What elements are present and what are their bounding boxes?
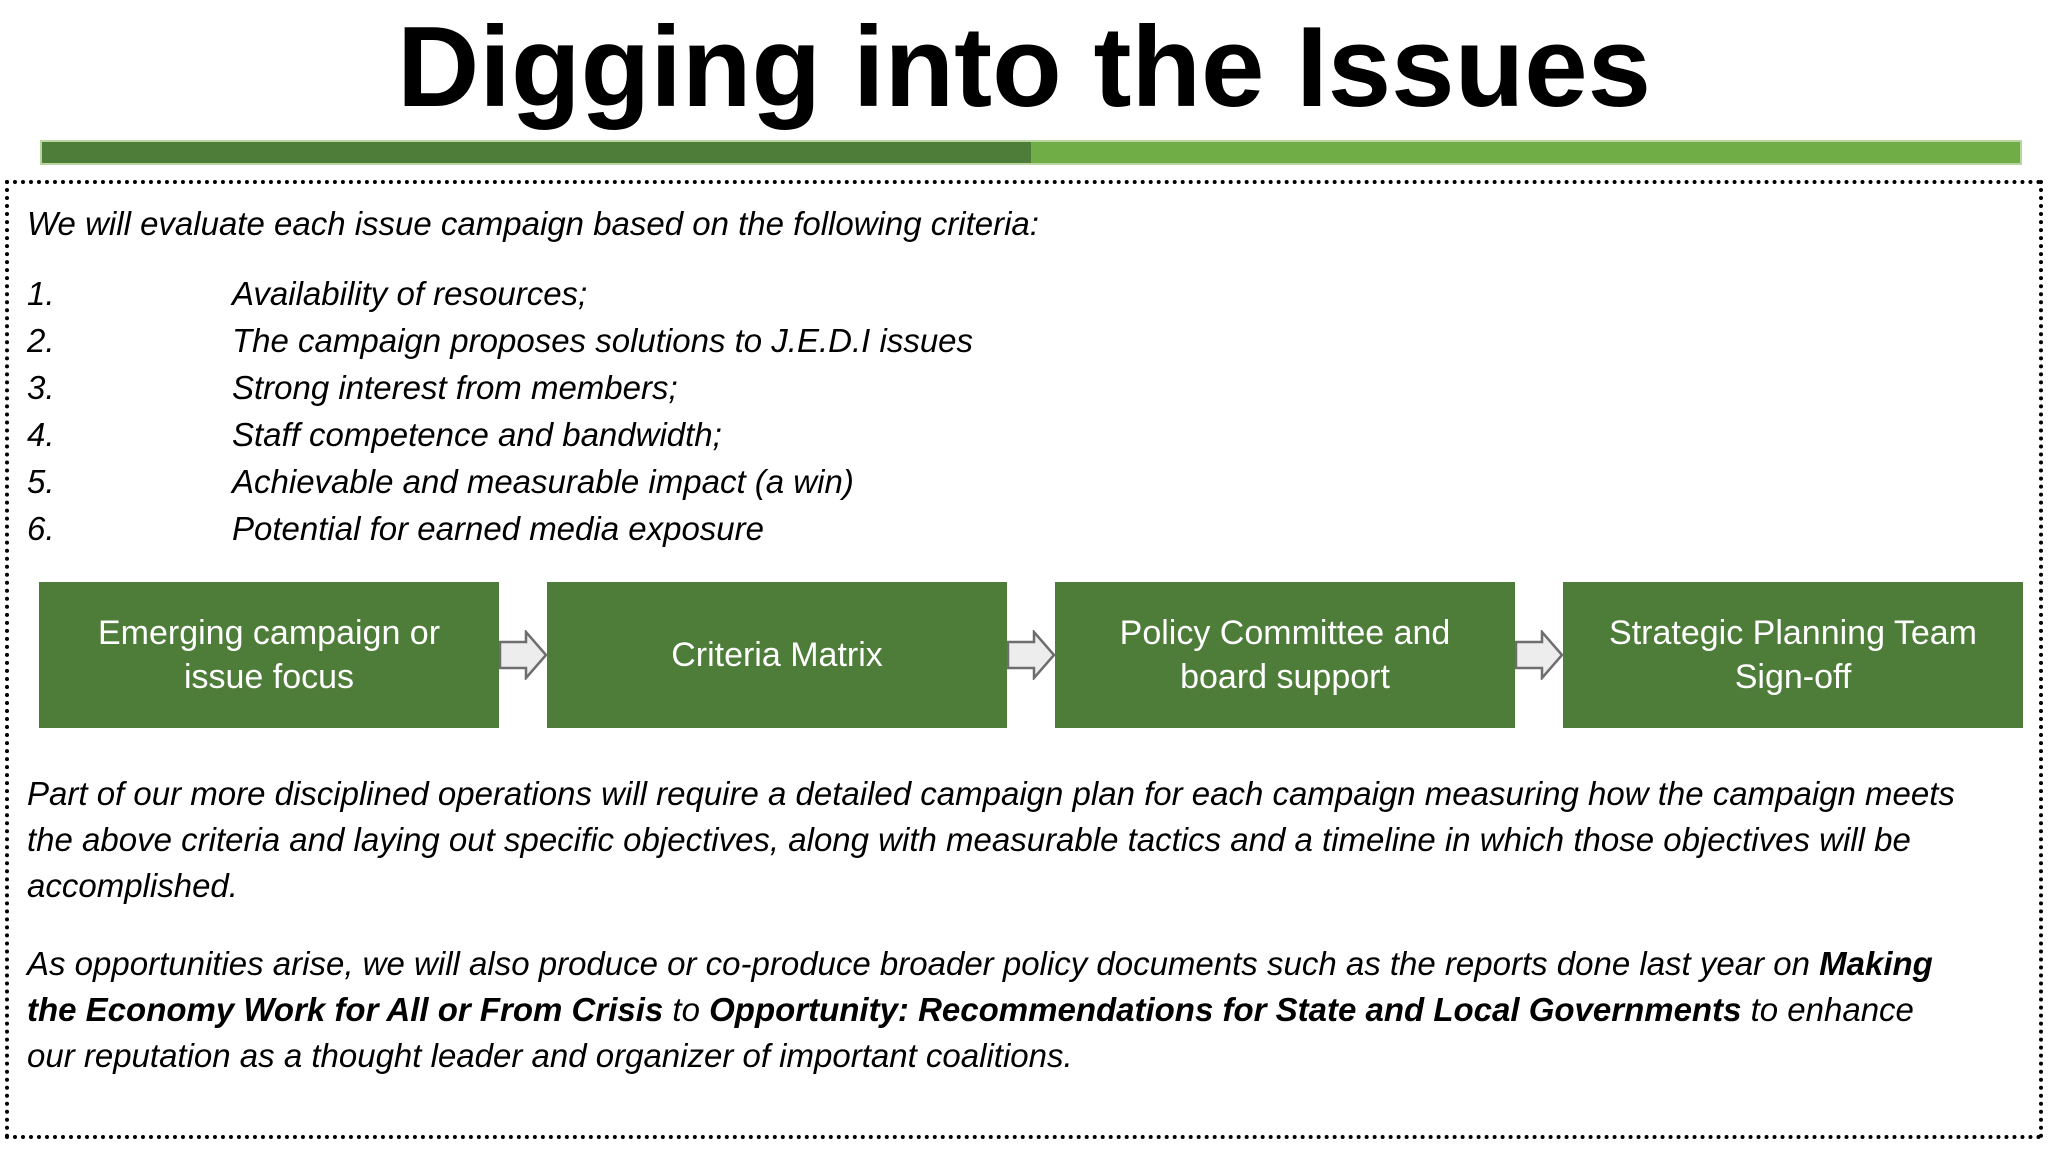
text-segment: to xyxy=(663,991,710,1028)
flow-diagram: Emerging campaign or issue focus Criteria… xyxy=(39,582,2039,728)
criteria-number: 4. xyxy=(27,416,55,453)
criteria-item: 2. The campaign proposes solutions to J.E… xyxy=(27,317,2039,364)
text-line: Part of our more disciplined operations … xyxy=(27,771,2039,817)
flow-arrow-icon xyxy=(1515,630,1563,680)
flow-step-box: Policy Committee and board support xyxy=(1055,582,1515,728)
flow-step-label: Criteria Matrix xyxy=(671,636,883,674)
criteria-text: The campaign proposes solutions to J.E.D… xyxy=(232,322,974,359)
criteria-item: 1. Availability of resources; xyxy=(27,270,2039,317)
page-title: Digging into the Issues xyxy=(396,4,1652,131)
text-line: As opportunities arise, we will also pro… xyxy=(27,941,2039,987)
text-segment: to enhance xyxy=(1741,991,1914,1028)
divider-light-segment xyxy=(1031,142,2020,163)
criteria-number: 3. xyxy=(27,369,55,406)
criteria-text: Availability of resources; xyxy=(232,275,588,312)
criteria-text: Strong interest from members; xyxy=(232,369,678,406)
criteria-number: 6. xyxy=(27,510,55,547)
flow-step-box: Strategic Planning Team Sign-off xyxy=(1563,582,2023,728)
text-line: our reputation as a thought leader and o… xyxy=(27,1033,2039,1079)
flow-step-box: Criteria Matrix xyxy=(547,582,1007,728)
criteria-text: Potential for earned media exposure xyxy=(232,510,764,547)
criteria-item: 6. Potential for earned media exposure xyxy=(27,505,2039,552)
criteria-text: Achievable and measurable impact (a win) xyxy=(232,463,854,500)
divider-dark-segment xyxy=(42,142,1031,163)
criteria-number: 2. xyxy=(27,322,55,359)
flow-step-label: Strategic Planning Team Sign-off xyxy=(1609,614,1977,696)
paragraph-campaign-plan: Part of our more disciplined operations … xyxy=(27,771,2039,909)
criteria-item: 4. Staff competence and bandwidth; xyxy=(27,411,2039,458)
text-segment: As opportunities arise, we will also pro… xyxy=(27,945,1820,982)
text-segment: the above criteria and laying out specif… xyxy=(27,821,1911,858)
text-segment: our reputation as a thought leader and o… xyxy=(27,1037,1073,1074)
flow-step-label: Policy Committee and board support xyxy=(1119,614,1451,696)
criteria-text: Staff competence and bandwidth; xyxy=(232,416,722,453)
paragraph-policy-documents: As opportunities arise, we will also pro… xyxy=(27,941,2039,1079)
text-segment: the Economy Work for All or From Crisis xyxy=(27,991,664,1028)
intro-text: We will evaluate each issue campaign bas… xyxy=(27,205,1039,242)
content-border-box: We will evaluate each issue campaign bas… xyxy=(5,180,2043,1139)
text-segment: Making xyxy=(1819,945,1933,982)
text-segment: accomplished. xyxy=(27,867,238,904)
flow-step-label: Emerging campaign or issue focus xyxy=(97,614,441,696)
criteria-item: 5. Achievable and measurable impact (a wi… xyxy=(27,458,2039,505)
text-line: accomplished. xyxy=(27,863,2039,909)
text-segment: Part of our more disciplined operations … xyxy=(27,775,1955,812)
title-divider-bar xyxy=(40,140,2022,165)
flow-arrow-icon xyxy=(1007,630,1055,680)
criteria-number: 1. xyxy=(27,275,55,312)
flow-arrow-icon xyxy=(499,630,547,680)
criteria-number: 5. xyxy=(27,463,55,500)
flow-step-box: Emerging campaign or issue focus xyxy=(39,582,499,728)
criteria-list: 1. Availability of resources; 2. The campai… xyxy=(27,270,2039,552)
text-line: the above criteria and laying out specif… xyxy=(27,817,2039,863)
text-segment: Opportunity: Recommendations for State a… xyxy=(709,991,1742,1028)
criteria-item: 3. Strong interest from members; xyxy=(27,364,2039,411)
text-line: the Economy Work for All or From Crisis … xyxy=(27,987,2039,1033)
